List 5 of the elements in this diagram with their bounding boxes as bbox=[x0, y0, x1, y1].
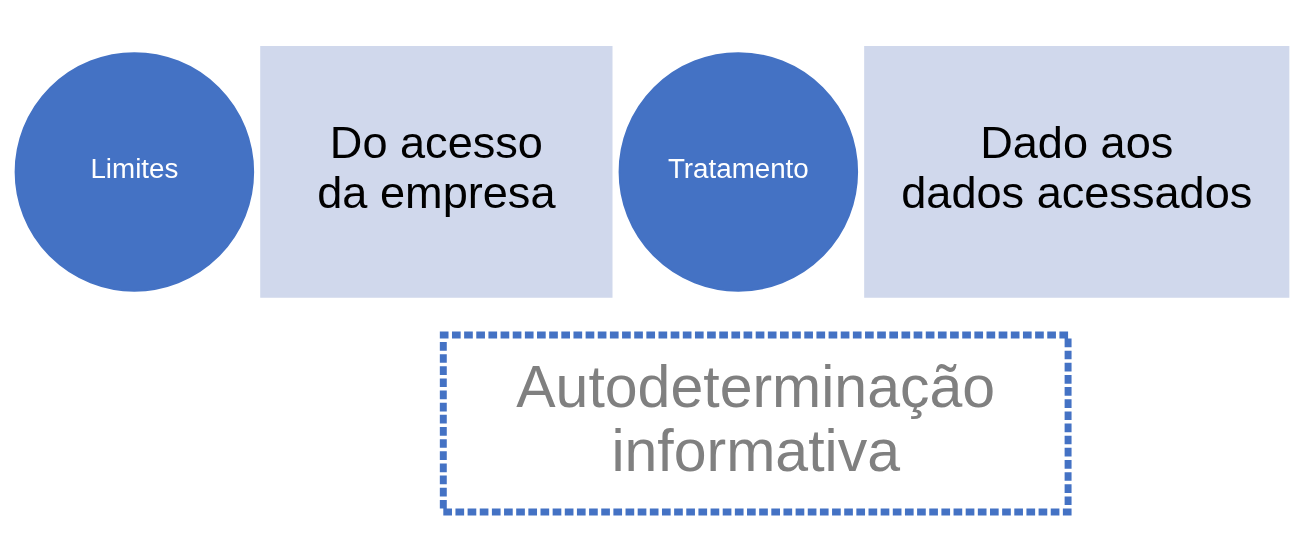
node-box: Autodeterminação informativa bbox=[439, 331, 1072, 516]
node-circle: Tratamento bbox=[618, 52, 859, 292]
node-box: Dado aos dados acessados bbox=[864, 46, 1290, 298]
node-box: Do acesso da empresa bbox=[260, 46, 613, 298]
node-circle: Limites bbox=[14, 52, 255, 292]
